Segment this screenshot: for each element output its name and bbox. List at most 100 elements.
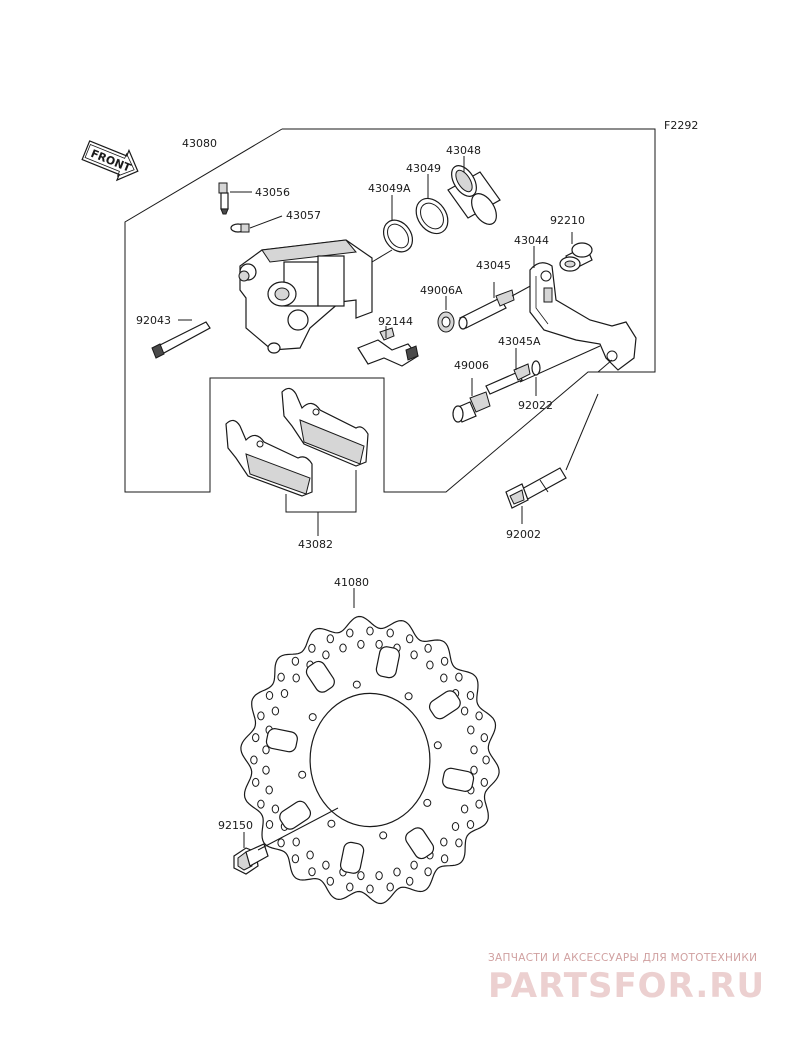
pin-b (485, 363, 531, 395)
watermark-tagline: ЗАПЧАСТИ И АКСЕССУАРЫ ДЛЯ МОТОТЕХНИКИ (488, 952, 758, 964)
disc-cooling-hole (393, 867, 401, 877)
disc-cooling-hole (346, 628, 354, 638)
figure-code: F2292 (664, 119, 698, 132)
disc-cooling-hole (262, 745, 270, 755)
label-circlip: 92022 (518, 399, 553, 412)
disc-cooling-hole (346, 882, 354, 892)
caliper-body (238, 239, 393, 354)
watermark-logo: PARTSFOR.RU (488, 966, 766, 1006)
front-arrow-icon: FRONT (81, 140, 139, 182)
disc-cooling-hole (322, 860, 330, 870)
label-piston: 43048 (446, 144, 481, 157)
disc-cooling-hole (475, 799, 483, 809)
disc-cooling-hole (406, 876, 414, 886)
disc-cooling-hole (410, 860, 418, 870)
disc-cooling-hole (366, 626, 374, 636)
disc-cooling-hole (386, 882, 394, 892)
disc-cooling-hole (357, 639, 365, 649)
piston-seal-a (382, 219, 414, 253)
disc-cooling-hole (306, 850, 314, 860)
disc-cooling-hole (440, 656, 449, 666)
disc-slot (442, 767, 475, 792)
disc-cooling-hole (277, 838, 285, 848)
disc-bolt-hole (423, 798, 432, 807)
disc-cooling-hole (277, 672, 285, 682)
disc-cooling-hole (265, 785, 273, 795)
disc-cooling-hole (322, 650, 330, 660)
label-bleeder-cap: 43057 (286, 209, 321, 222)
disc-cooling-hole (308, 643, 316, 653)
label-pin-a: 43045 (476, 259, 511, 272)
disc-cooling-hole (265, 691, 274, 700)
disc-cooling-hole (480, 777, 488, 787)
disc-bolt-hole (433, 741, 442, 750)
label-piston-seal: 43049 (406, 162, 441, 175)
disc-cooling-hole (292, 837, 300, 847)
disc-bolt-hole (327, 819, 336, 828)
disc-slot (428, 690, 461, 720)
disc-cooling-hole (308, 867, 316, 877)
disc-cooling-hole (386, 628, 394, 638)
bleeder-cap (230, 223, 250, 233)
disc-cooling-hole (406, 634, 414, 644)
disc-cooling-hole (467, 725, 475, 735)
disc-cooling-hole (339, 643, 347, 653)
disc-cooling-hole (466, 691, 475, 700)
disc-slot (305, 660, 335, 693)
disc-cooling-hole (455, 672, 463, 682)
caliper-bolt (151, 321, 211, 359)
disc-cooling-hole (375, 639, 383, 649)
disc-slot (339, 841, 365, 874)
disc-cooling-hole (466, 820, 475, 829)
label-boot-a: 49006A (420, 284, 463, 297)
label-pad-spring: 92144 (378, 315, 413, 328)
pin-a (458, 289, 515, 330)
disc-cooling-hole (252, 733, 260, 743)
disc-slot (405, 827, 435, 860)
disc-cooling-hole (375, 871, 383, 881)
pad-spring (357, 327, 419, 367)
collar (559, 242, 593, 272)
label-mount-bolt: 92002 (506, 528, 541, 541)
label-piston-seal-a: 43049A (368, 182, 411, 195)
disc-slot (265, 728, 298, 753)
boot-a (437, 311, 455, 333)
disc-cooling-hole (480, 733, 488, 743)
label-brake-pads: 43082 (298, 538, 333, 551)
disc-cooling-hole (424, 643, 432, 653)
piston (447, 165, 501, 225)
bleeder-valve (218, 182, 229, 215)
disc-cooling-hole (440, 673, 448, 683)
disc-cooling-hole (326, 876, 334, 886)
disc-cooling-hole (357, 871, 365, 881)
disc-cooling-hole (257, 711, 265, 721)
disc-cooling-hole (326, 634, 334, 644)
brake-disc (240, 615, 500, 905)
brake-pad-rear (281, 387, 369, 467)
disc-cooling-hole (252, 777, 260, 787)
disc-cooling-hole (250, 755, 258, 765)
disc-cooling-hole (470, 745, 478, 755)
disc-cooling-hole (451, 822, 460, 831)
disc-cooling-hole (262, 765, 270, 775)
disc-cooling-hole (440, 854, 449, 864)
disc-bolt-hole (308, 713, 317, 722)
disc-bolt-hole (379, 831, 388, 840)
disc-cooling-hole (410, 650, 418, 660)
disc-cooling-hole (460, 706, 469, 716)
label-pin-b: 43045A (498, 335, 541, 348)
disc-slot (375, 646, 401, 679)
disc-cooling-hole (482, 755, 490, 765)
label-boot: 49006 (454, 359, 489, 372)
disc-cooling-hole (291, 656, 300, 666)
circlip (531, 360, 541, 376)
disc-cooling-hole (292, 673, 300, 683)
piston-seal (415, 197, 449, 235)
boot (452, 391, 491, 423)
label-collar: 92210 (550, 214, 585, 227)
label-bleeder-valve: 43056 (255, 186, 290, 199)
disc-bolt-hole (352, 680, 361, 689)
mount-bolt (505, 467, 567, 509)
disc-hub (309, 692, 431, 828)
